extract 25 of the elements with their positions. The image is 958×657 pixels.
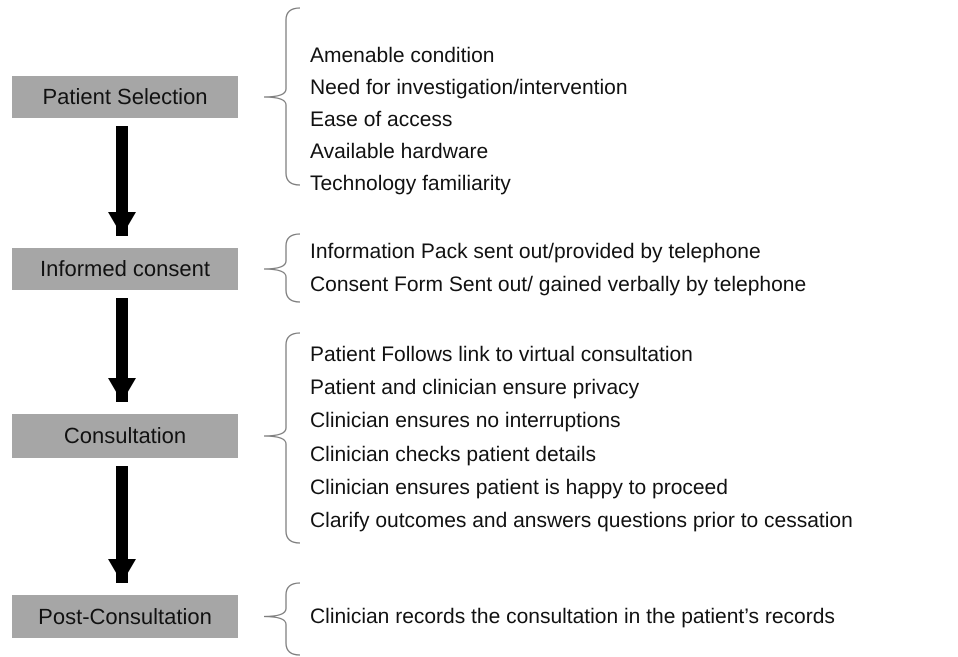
arrow <box>108 298 136 402</box>
list-item: Clinician checks patient details <box>310 442 596 467</box>
list-item: Patient and clinician ensure privacy <box>310 376 640 400</box>
process-box <box>12 76 238 118</box>
list-item: Clinician records the consultation in the patient’s records <box>310 605 835 629</box>
list-item: Available hardware <box>310 140 488 164</box>
list-item: Need for investigation/intervention <box>310 76 628 100</box>
list-item: Clinician ensures no interruptions <box>310 409 620 434</box>
arrow <box>108 126 136 236</box>
list-item: Ease of access <box>310 108 452 132</box>
list-item: Amenable condition <box>310 44 494 68</box>
step-label: Patient Selection <box>42 84 208 110</box>
list-item: Technology familiarity <box>310 172 511 196</box>
list-item: Clinician ensures patient is happy to proceed <box>310 476 728 500</box>
step-label: Informed consent <box>40 256 210 282</box>
list-item: Information Pack sent out/provided by telephone <box>310 240 761 264</box>
arrow <box>108 466 136 583</box>
process-box <box>12 248 238 290</box>
list-item: Patient Follows link to virtual consultation <box>310 343 693 367</box>
process-box <box>12 595 238 638</box>
step-label: Post-Consultation <box>38 604 212 630</box>
list-item: Clarify outcomes and answers questions prior to cessation <box>310 509 853 533</box>
list-item: Consent Form Sent out/ gained verbally by telephone <box>310 273 806 297</box>
process-box <box>12 414 238 458</box>
step-label: Consultation <box>64 423 186 449</box>
